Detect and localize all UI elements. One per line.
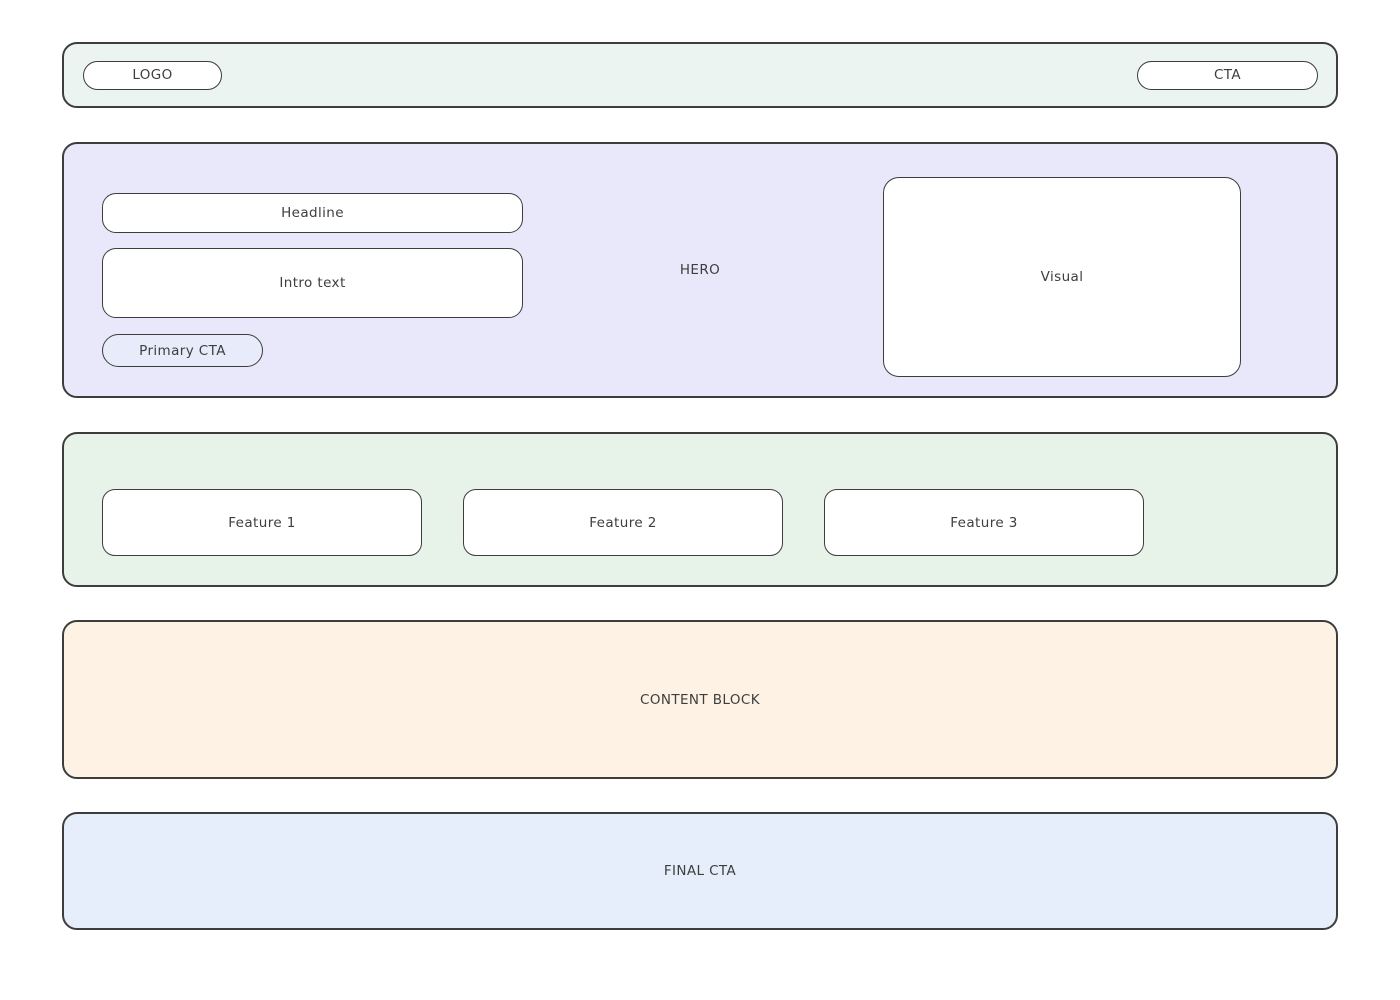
feature-1-label: Feature 1 bbox=[228, 514, 296, 531]
content-block-label: CONTENT BLOCK bbox=[640, 691, 760, 708]
headline-label: Headline bbox=[281, 205, 344, 221]
content-block-section: CONTENT BLOCK bbox=[62, 620, 1338, 779]
intro-text-label: Intro text bbox=[279, 275, 346, 291]
feature-card-3: Feature 3 bbox=[824, 489, 1144, 556]
hero-section: HERO Headline Intro text Primary CTA Vis… bbox=[62, 142, 1338, 398]
primary-cta-button[interactable]: Primary CTA bbox=[102, 334, 263, 367]
feature-card-2: Feature 2 bbox=[463, 489, 783, 556]
logo-label: LOGO bbox=[132, 67, 173, 83]
feature-2-label: Feature 2 bbox=[589, 514, 657, 531]
hero-visual-placeholder: Visual bbox=[883, 177, 1241, 377]
feature-card-1: Feature 1 bbox=[102, 489, 422, 556]
header-section: LOGO CTA bbox=[62, 42, 1338, 108]
final-cta-label: FINAL CTA bbox=[663, 863, 737, 879]
hero-section-label: HERO bbox=[679, 262, 721, 278]
intro-text-placeholder: Intro text bbox=[102, 248, 523, 318]
header-cta-label: CTA bbox=[1213, 67, 1242, 83]
headline-placeholder: Headline bbox=[102, 193, 523, 233]
feature-3-label: Feature 3 bbox=[950, 514, 1018, 531]
features-section: Feature 1 Feature 2 Feature 3 bbox=[62, 432, 1338, 587]
header-cta-button[interactable]: CTA bbox=[1137, 60, 1318, 90]
final-cta-section[interactable]: FINAL CTA bbox=[62, 812, 1338, 930]
logo-pill[interactable]: LOGO bbox=[83, 60, 222, 90]
primary-cta-label: Primary CTA bbox=[139, 342, 226, 359]
hero-visual-label: Visual bbox=[1040, 269, 1084, 285]
